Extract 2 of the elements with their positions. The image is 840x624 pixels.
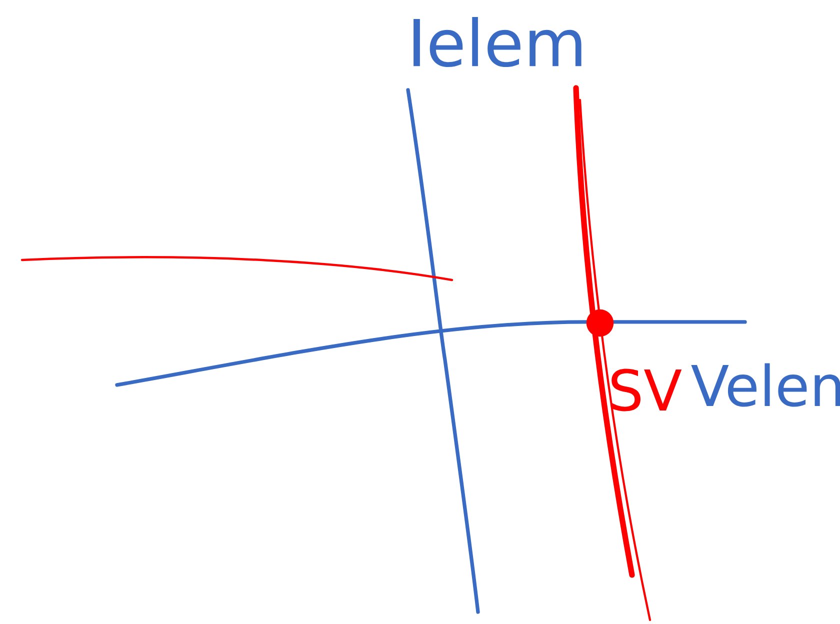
axis-label: SV <box>612 368 682 412</box>
axis-label: Ielem <box>414 16 582 68</box>
